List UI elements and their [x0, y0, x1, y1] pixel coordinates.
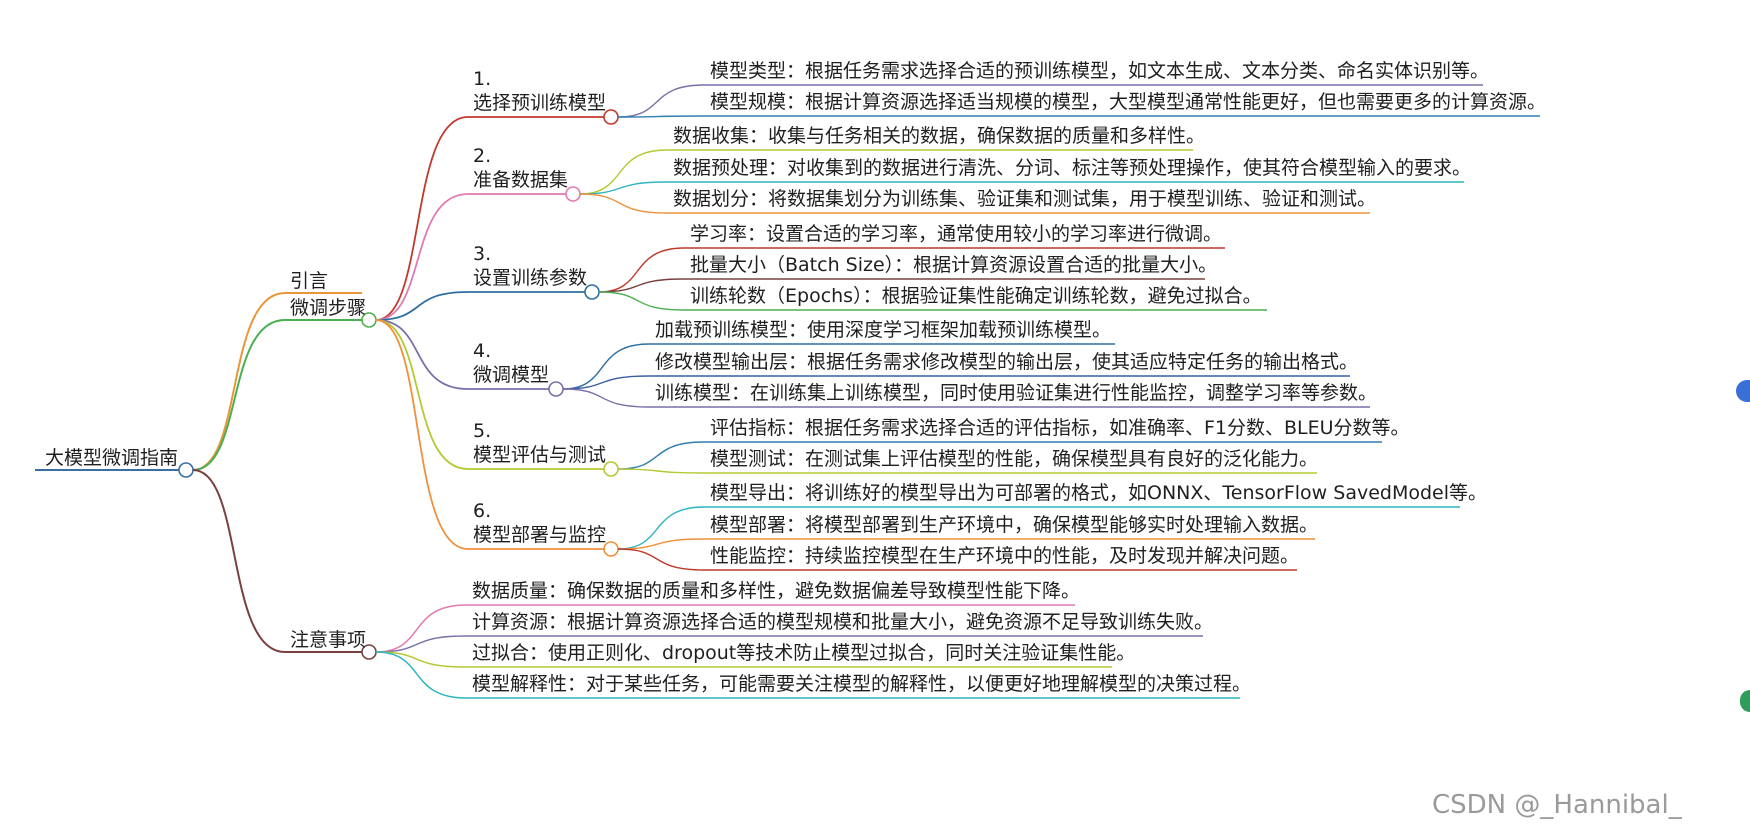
edge-widget-icon[interactable]	[1736, 380, 1750, 402]
step-detail-item: 批量大小（Batch Size）：根据计算资源设置合适的批量大小。	[690, 254, 1218, 276]
step-number-4: 4.	[473, 340, 492, 362]
connector-notes	[192, 469, 286, 653]
note-item: 计算资源：根据计算资源选择合适的模型规模和批量大小，避免资源不足导致训练失败。	[472, 611, 1214, 633]
step-title-2: 准备数据集	[473, 169, 569, 191]
root-topic: 大模型微调指南	[45, 447, 179, 469]
connector-steps	[192, 319, 286, 471]
step-detail-item: 加载预训练模型：使用深度学习框架加载预训练模型。	[655, 319, 1112, 341]
connector-detail	[617, 441, 705, 470]
step-detail-item: 模型类型：根据任务需求选择合适的预训练模型，如文本生成、文本分类、命名实体识别等…	[710, 60, 1490, 82]
connector-step-6	[375, 319, 469, 550]
connector-detail	[617, 468, 705, 474]
step-number-2: 2.	[473, 145, 492, 167]
step-detail-item: 训练轮数（Epochs）：根据验证集性能确定训练轮数，避免过拟合。	[690, 285, 1262, 307]
connector-detail	[617, 506, 705, 550]
connector-detail	[617, 548, 705, 571]
step-detail-item: 训练模型：在训练集上训练模型，同时使用验证集进行性能监控，调整学习率等参数。	[655, 382, 1378, 404]
topic-steps: 微调步骤	[290, 297, 367, 319]
step-detail-item: 数据预处理：对收集到的数据进行清洗、分词、标注等预处理操作，使其符合模型输入的要…	[673, 157, 1472, 179]
step-number-1: 1.	[473, 68, 492, 90]
connector-detail	[617, 84, 705, 118]
connector-step-5	[375, 319, 469, 470]
step-detail-item: 模型测试：在测试集上评估模型的性能，确保模型具有良好的泛化能力。	[710, 448, 1319, 470]
connector-detail	[598, 278, 685, 293]
connector-detail	[598, 247, 685, 293]
step-title-6: 模型部署与监控	[473, 524, 607, 546]
edge-widget-icon-2[interactable]	[1740, 690, 1750, 712]
connector-detail	[598, 291, 685, 311]
connector-detail	[579, 149, 668, 195]
connector-note	[375, 651, 467, 699]
step-title-1: 选择预训练模型	[473, 92, 607, 114]
step-title-5: 模型评估与测试	[473, 444, 607, 466]
step-detail-item: 数据划分：将数据集划分为训练集、验证集和测试集，用于模型训练、验证和测试。	[673, 188, 1377, 210]
step-title-3: 设置训练参数	[473, 267, 588, 289]
connector-note	[375, 651, 467, 668]
connector-note	[375, 604, 467, 653]
note-item: 模型解释性：对于某些任务，可能需要关注模型的解释性，以便更好地理解模型的决策过程…	[472, 673, 1252, 695]
step-number-3: 3.	[473, 243, 492, 265]
step-detail-item: 学习率：设置合适的学习率，通常使用较小的学习率进行微调。	[690, 223, 1223, 245]
connector-step-4	[375, 319, 469, 390]
topic-notes: 注意事项	[290, 629, 367, 651]
step-title-4: 微调模型	[473, 364, 550, 386]
connector-detail	[579, 181, 668, 195]
step-number-6: 6.	[473, 500, 492, 522]
connector-step-3	[375, 291, 469, 321]
connector-detail	[579, 193, 668, 214]
note-item: 过拟合：使用正则化、dropout等技术防止模型过拟合，同时关注验证集性能。	[472, 642, 1136, 664]
connector-step-2	[375, 193, 469, 321]
connector-detail	[617, 115, 705, 118]
step-detail-item: 评估指标：根据任务需求选择合适的评估指标，如准确率、F1分数、BLEU分数等。	[710, 417, 1410, 439]
step-detail-item: 数据收集：收集与任务相关的数据，确保数据的质量和多样性。	[673, 125, 1206, 147]
watermark: CSDN @_Hannibal_	[1432, 790, 1682, 820]
connector-step-1	[375, 116, 469, 321]
connector-detail	[562, 375, 650, 390]
note-item: 数据质量：确保数据的质量和多样性，避免数据偏差导致模型性能下降。	[472, 580, 1081, 602]
connector-detail	[617, 538, 705, 550]
step-detail-item: 模型部署：将模型部署到生产环境中，确保模型能够实时处理输入数据。	[710, 514, 1319, 536]
step-detail-item: 性能监控：持续监控模型在生产环境中的性能，及时发现并解决问题。	[710, 545, 1300, 567]
connector-detail	[562, 388, 650, 408]
connector-detail	[562, 343, 650, 390]
step-detail-item: 模型规模：根据计算资源选择适当规模的模型，大型模型通常性能更好，但也需要更多的计…	[710, 91, 1547, 113]
step-detail-item: 修改模型输出层：根据任务需求修改模型的输出层，使其适应特定任务的输出格式。	[655, 351, 1359, 373]
topic-intro: 引言	[290, 270, 329, 292]
step-number-5: 5.	[473, 420, 492, 442]
step-detail-item: 模型导出：将训练好的模型导出为可部署的格式，如ONNX、TensorFlow S…	[710, 482, 1487, 504]
connector-note	[375, 635, 467, 653]
